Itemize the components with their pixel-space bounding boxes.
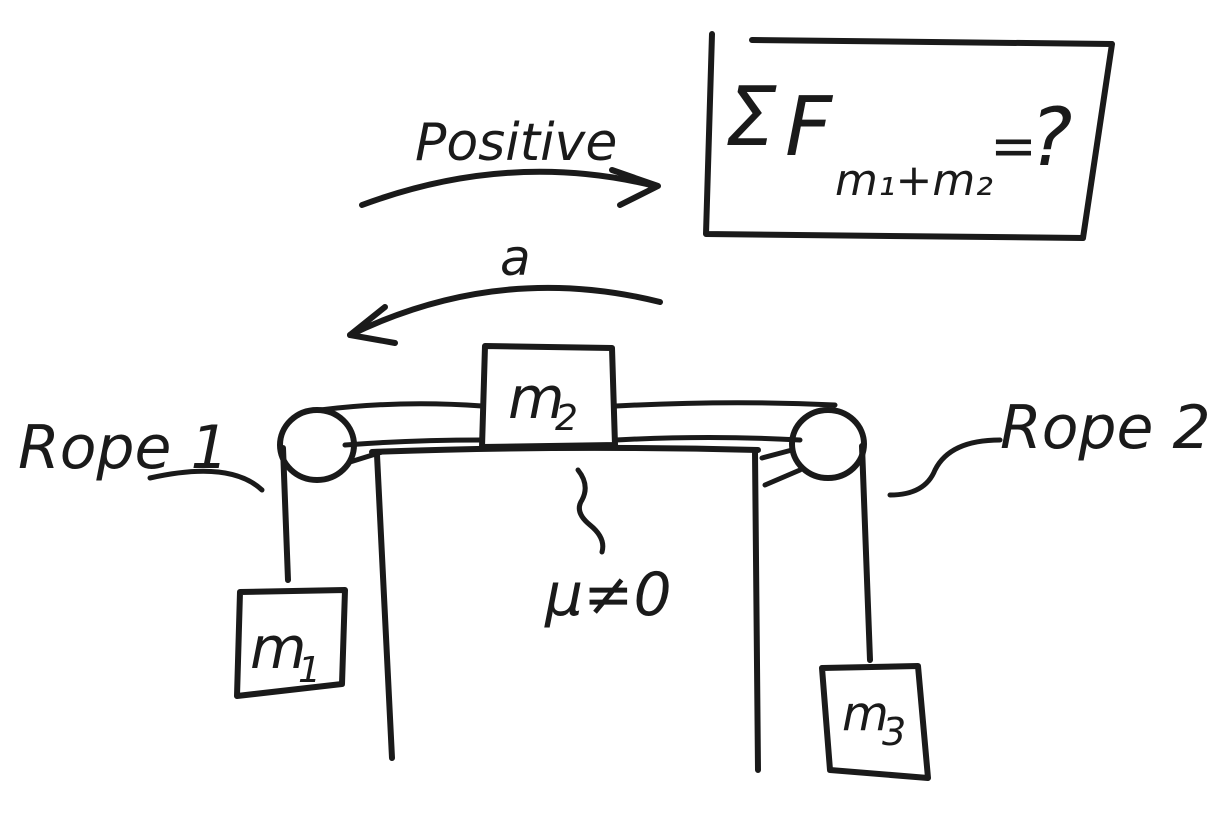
right-vertical-rope bbox=[859, 443, 873, 663]
left-vertical-rope bbox=[280, 445, 291, 583]
right-pulley bbox=[789, 407, 867, 481]
force-subscript: m₁+m₂ bbox=[835, 155, 993, 206]
friction-leader bbox=[575, 467, 606, 555]
rope1-leader bbox=[147, 468, 265, 493]
rope2-leader bbox=[887, 437, 1003, 498]
positive-direction-arrow bbox=[359, 167, 661, 208]
positive-label: Positive bbox=[415, 113, 617, 173]
acceleration-arrow bbox=[347, 284, 663, 346]
block-m2-subscript: 2 bbox=[555, 398, 578, 439]
sigma-symbol: Σ bbox=[725, 70, 777, 165]
block-m3-subscript: 3 bbox=[882, 710, 906, 754]
rope2-label: Rope 2 bbox=[1000, 393, 1211, 463]
top-rope bbox=[317, 400, 838, 448]
force-symbol: F bbox=[785, 80, 834, 175]
friction-label: μ≠0 bbox=[544, 560, 672, 630]
question-box bbox=[703, 31, 1115, 241]
equals-sign: = bbox=[990, 114, 1037, 179]
block-m2-label: m bbox=[508, 364, 565, 432]
block-m2 bbox=[479, 343, 618, 450]
block-m1 bbox=[234, 587, 348, 699]
block-m1-label: m bbox=[250, 614, 307, 682]
left-pulley bbox=[277, 407, 357, 483]
question-mark: ? bbox=[1030, 91, 1072, 184]
block-m3-label: m bbox=[842, 686, 889, 742]
acceleration-label: a bbox=[500, 229, 531, 287]
block-m1-subscript: 1 bbox=[298, 650, 321, 691]
pulley-brackets bbox=[347, 447, 803, 488]
block-m3 bbox=[819, 663, 931, 781]
